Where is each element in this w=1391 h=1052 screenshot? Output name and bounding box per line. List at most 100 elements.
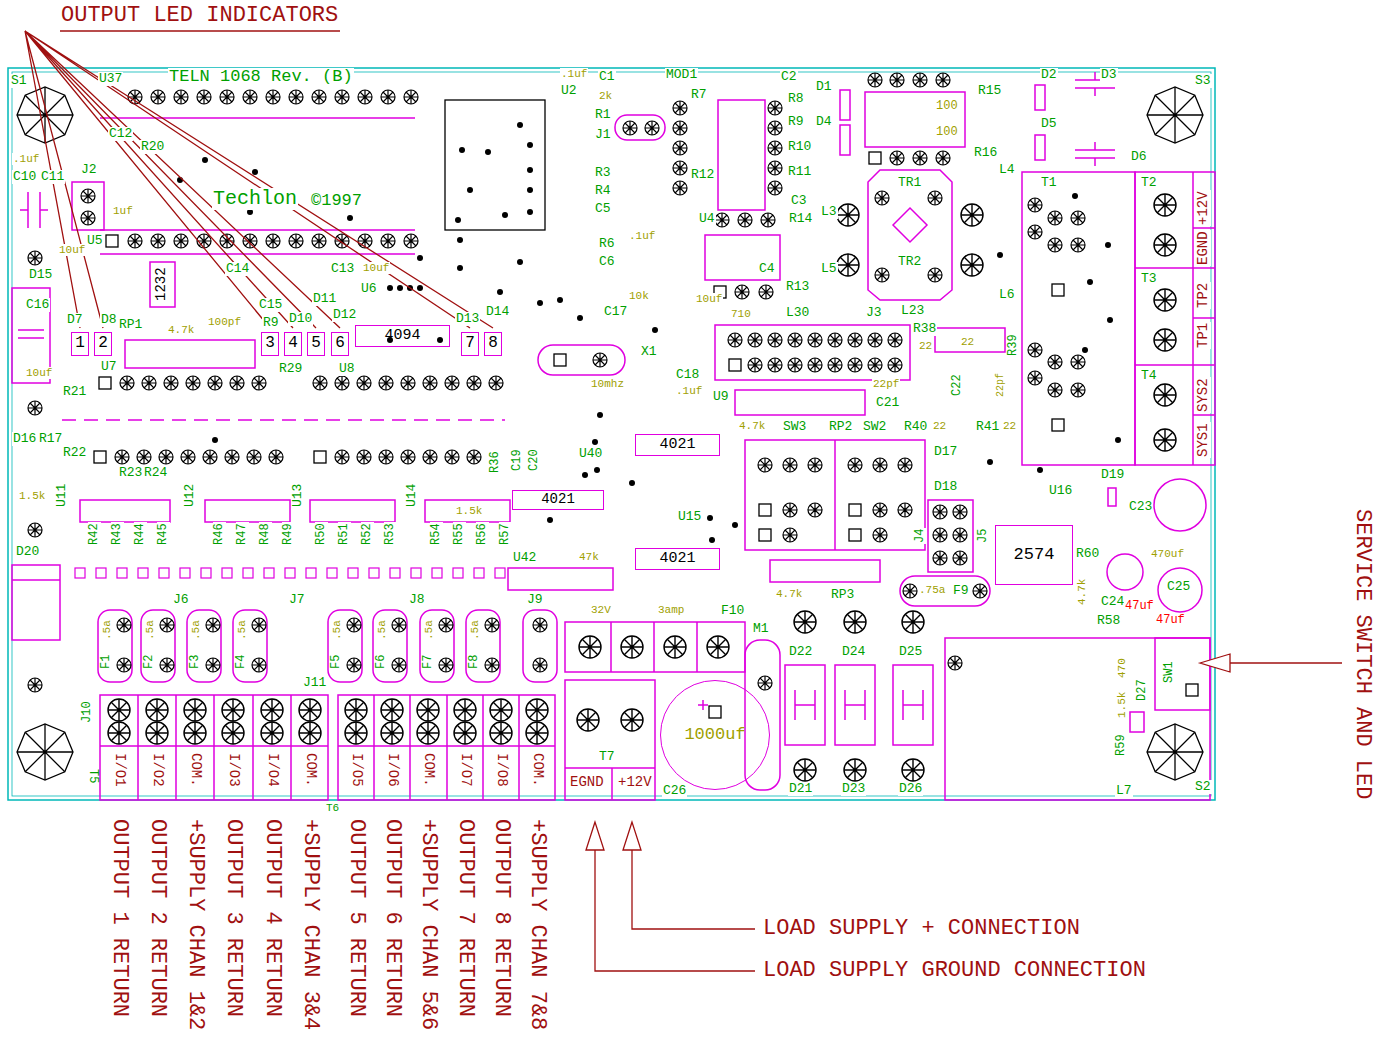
part-label: J1: [594, 128, 612, 142]
part-label: .5a: [144, 619, 156, 641]
part-label: .5a: [101, 619, 113, 641]
part-label: C2: [780, 70, 798, 84]
part-label: R57: [499, 522, 512, 546]
part-label: 4.7k: [167, 324, 195, 336]
node-text: 4021: [659, 551, 695, 568]
part-label: 100pf: [207, 316, 242, 328]
part-label: D18: [933, 480, 958, 494]
led-indicator: 5: [307, 332, 325, 356]
part-label: 1232: [154, 266, 169, 302]
part-label: D24: [841, 645, 866, 659]
part-label: C19: [511, 448, 524, 472]
part-label: 47uf: [1155, 614, 1186, 627]
callout-text: SERVICE SWITCH AND LED: [1350, 508, 1374, 800]
part-label: MOD1: [665, 68, 698, 82]
part-label: R50: [315, 522, 328, 546]
part-label: R29: [278, 362, 303, 376]
part-label: X1: [640, 345, 658, 359]
chip-outline: 2574: [995, 525, 1073, 585]
part-label: R4: [594, 184, 612, 198]
part-label: F2: [143, 654, 156, 670]
part-label: U14: [405, 482, 419, 507]
part-label: 47k: [578, 551, 600, 563]
part-label: 22: [1002, 420, 1017, 432]
part-label: R22: [62, 446, 87, 460]
part-label: C1: [598, 70, 616, 84]
led-indicator: 6: [331, 332, 349, 356]
part-label: C18: [675, 368, 700, 382]
node-text: 1: [75, 335, 85, 353]
part-label: 1.5k: [455, 505, 483, 517]
part-label: C6: [598, 255, 616, 269]
part-label: C12: [108, 127, 133, 141]
part-label: D25: [898, 645, 923, 659]
part-label: U42: [512, 551, 537, 565]
terminal-label: SYS2: [1196, 377, 1211, 413]
led-indicator: 8: [484, 332, 502, 356]
part-label: U5: [86, 234, 104, 248]
part-label: D10: [288, 312, 313, 326]
node-text: 2: [98, 335, 108, 353]
part-label: J3: [865, 306, 883, 320]
part-label: .75a: [918, 584, 946, 596]
part-label: 4.7k: [1076, 578, 1088, 606]
part-label: R11: [787, 165, 812, 179]
part-label: R9: [787, 115, 805, 129]
callout-text: OUTPUT 8 RETURN: [489, 818, 513, 1018]
part-label: 100: [935, 100, 959, 113]
node-text: 1000uf: [684, 726, 745, 745]
node-text: 7: [465, 335, 475, 353]
part-label: 470uf: [1150, 548, 1185, 560]
part-label: D22: [788, 645, 813, 659]
part-label: J2: [80, 163, 98, 177]
part-label: L30: [785, 306, 810, 320]
terminal-label: I/O2: [149, 752, 164, 788]
part-label: .5a: [469, 619, 481, 641]
part-label: 10uf: [695, 293, 723, 305]
chip-outline: 4021: [635, 434, 720, 456]
part-label: D17: [933, 445, 958, 459]
part-label: C23: [1128, 500, 1153, 514]
part-label: U40: [578, 447, 603, 461]
callout-text: OUTPUT 1 RETURN: [107, 818, 131, 1018]
part-label: J4: [914, 528, 927, 544]
part-label: T1: [1040, 176, 1058, 190]
callout-text: Techlon: [212, 188, 298, 210]
part-label: U15: [677, 510, 702, 524]
part-label: C14: [225, 262, 250, 276]
part-label: F5: [330, 654, 343, 670]
part-label: T3: [1140, 272, 1158, 286]
part-label: R20: [140, 140, 165, 154]
part-label: R7: [690, 88, 708, 102]
part-label: D7: [66, 313, 84, 327]
callout-text: OUTPUT 2 RETURN: [145, 818, 169, 1018]
part-label: 1uf: [112, 205, 134, 217]
part-label: 1.5k: [1116, 691, 1128, 719]
part-label: R24: [143, 466, 168, 480]
part-label: D11: [312, 292, 337, 306]
part-label: J9: [526, 593, 544, 607]
led-indicator: 7: [461, 332, 479, 356]
part-label: 710: [730, 308, 752, 320]
part-label: D5: [1040, 117, 1058, 131]
node-text: 4021: [541, 492, 575, 507]
part-label: R40: [903, 420, 928, 434]
part-label: 22pf: [872, 378, 900, 390]
part-label: .5a: [376, 619, 388, 641]
part-label: L3: [820, 205, 838, 219]
part-label: U7: [100, 360, 118, 374]
terminal-label: I/O5: [348, 752, 363, 788]
part-label: J6: [172, 593, 190, 607]
callout-text: +SUPPLY CHAN 5&6: [416, 818, 440, 1031]
part-label: R46: [213, 522, 226, 546]
part-label: R55: [453, 522, 466, 546]
callout-text: +SUPPLY CHAN 7&8: [525, 818, 549, 1031]
terminal-label: I/O3: [225, 752, 240, 788]
callout-text: +SUPPLY CHAN 1&2: [183, 818, 207, 1031]
terminal-label: EGND: [1196, 230, 1211, 266]
part-label: U13: [291, 482, 305, 507]
part-label: C5: [594, 202, 612, 216]
part-label: .5a: [236, 619, 248, 641]
terminal-label: +12V: [1196, 190, 1211, 226]
node-text: 4: [288, 335, 298, 353]
